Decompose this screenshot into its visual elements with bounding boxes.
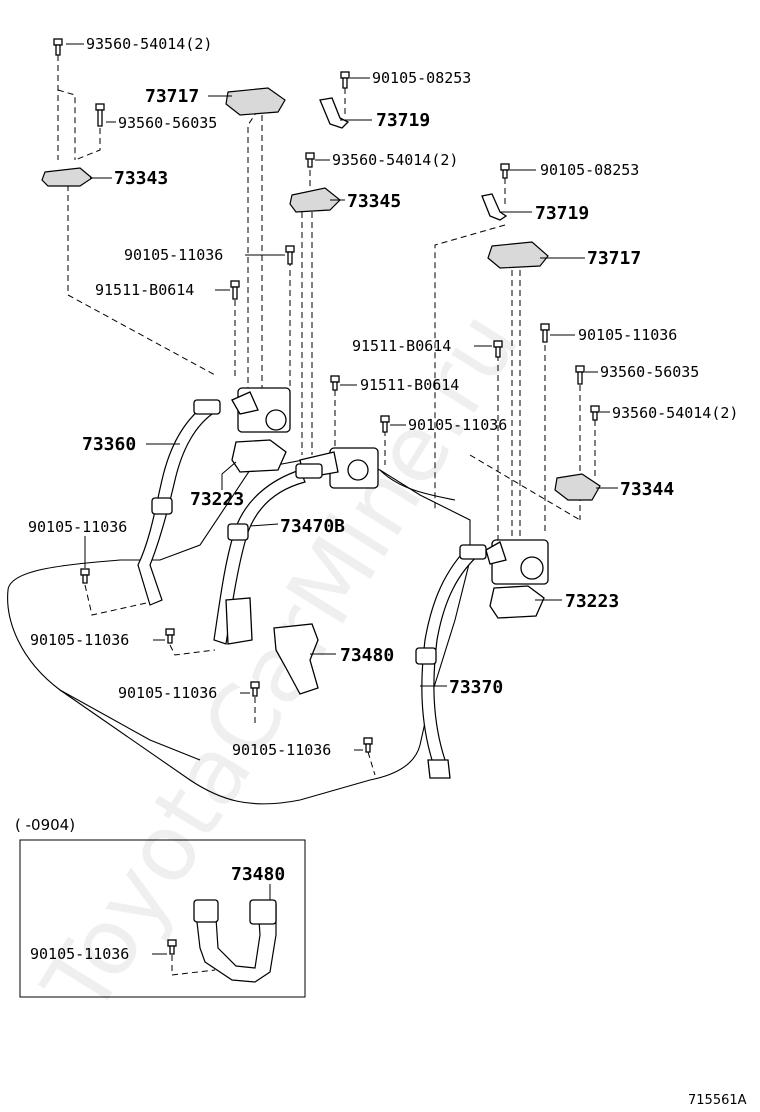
bezel-73223-right [489,585,545,619]
bolt-icons [53,38,600,955]
label-90105-08253-a: 90105-08253 [372,69,471,87]
buckle-73480 [273,623,319,695]
bolt-icon [305,152,315,168]
retractor-left [231,387,291,433]
bolt-icon [230,280,240,300]
bolt-icon [500,163,510,179]
part-labels: 93560-54014(2) 73717 93560-56035 73343 9… [28,35,738,759]
bolt-icon [340,71,350,89]
label-93560-54014-b: 93560-54014(2) [332,151,458,169]
leader-lines [66,43,618,955]
label-93560-56035-a: 93560-56035 [118,114,217,132]
label-90105-11036-d: 90105-11036 [28,518,127,536]
label-73719-a: 73719 [376,110,430,131]
label-91511-b0614-b: 91511-B0614 [352,337,451,355]
inset-variant: ( -0904) 73480 90105-11036 [15,816,306,998]
label-73343: 73343 [114,168,168,189]
cover-73717-right [487,241,549,269]
belt-73360 [137,404,217,606]
label-73223-b: 73223 [565,591,619,612]
label-73344: 73344 [620,479,674,500]
label-73370: 73370 [449,677,503,698]
cover-73345 [289,187,341,213]
bolt-icon [330,375,340,391]
bolt-icon [285,245,295,265]
inset-date-note: ( -0904) [15,816,75,834]
bolt-icon [167,939,177,955]
label-90105-11036-c: 90105-11036 [408,416,507,434]
assembly-dashed-lines [57,55,596,976]
cover-73343 [41,167,94,187]
label-90105-11036-b: 90105-11036 [578,326,677,344]
label-90105-11036-e: 90105-11036 [30,631,129,649]
label-90105-11036-h: 90105-11036 [30,945,129,963]
bolt-icon [80,568,90,584]
bolt-icon [363,737,373,753]
label-90105-08253-b: 90105-08253 [540,161,639,179]
bracket-73719-right [481,193,508,221]
label-73223-a: 73223 [190,489,244,510]
bracket-73719-left [319,97,350,129]
label-93560-56035-b: 93560-56035 [600,363,699,381]
bolt-icon [53,38,63,56]
belts [137,399,487,779]
label-73480-a: 73480 [340,645,394,666]
label-73360: 73360 [82,434,136,455]
bolt-icon [380,415,390,433]
bolt-icon [575,365,585,385]
label-91511-b0614-c: 91511-B0614 [360,376,459,394]
label-93560-54014-a: 93560-54014(2) [86,35,212,53]
label-73480-b: 73480 [231,864,285,885]
bolt-icon [165,628,175,644]
label-91511-b0614-a: 91511-B0614 [95,281,194,299]
retractor-right [485,539,549,585]
label-73470b: 73470B [280,516,345,537]
belt-73470b [213,469,306,645]
bolt-icon [540,323,550,343]
figure-number: 715561A [688,1093,747,1108]
bolt-icon [95,103,105,127]
bezel-73223-left [231,439,287,473]
cover-73344 [554,473,601,501]
label-90105-11036-f: 90105-11036 [118,684,217,702]
bolt-icon [493,340,503,358]
trim-parts [41,87,601,619]
label-73717-b: 73717 [587,248,641,269]
label-93560-54014-c: 93560-54014(2) [612,404,738,422]
cover-73717-left [225,87,286,116]
label-73345: 73345 [347,191,401,212]
label-90105-11036-a: 90105-11036 [124,246,223,264]
label-73717-a: 73717 [145,86,199,107]
label-73719-b: 73719 [535,203,589,224]
label-90105-11036-g: 90105-11036 [232,741,331,759]
rear-seat-outline [7,454,471,805]
bolt-icon [250,681,260,697]
bolt-icon [590,405,600,421]
